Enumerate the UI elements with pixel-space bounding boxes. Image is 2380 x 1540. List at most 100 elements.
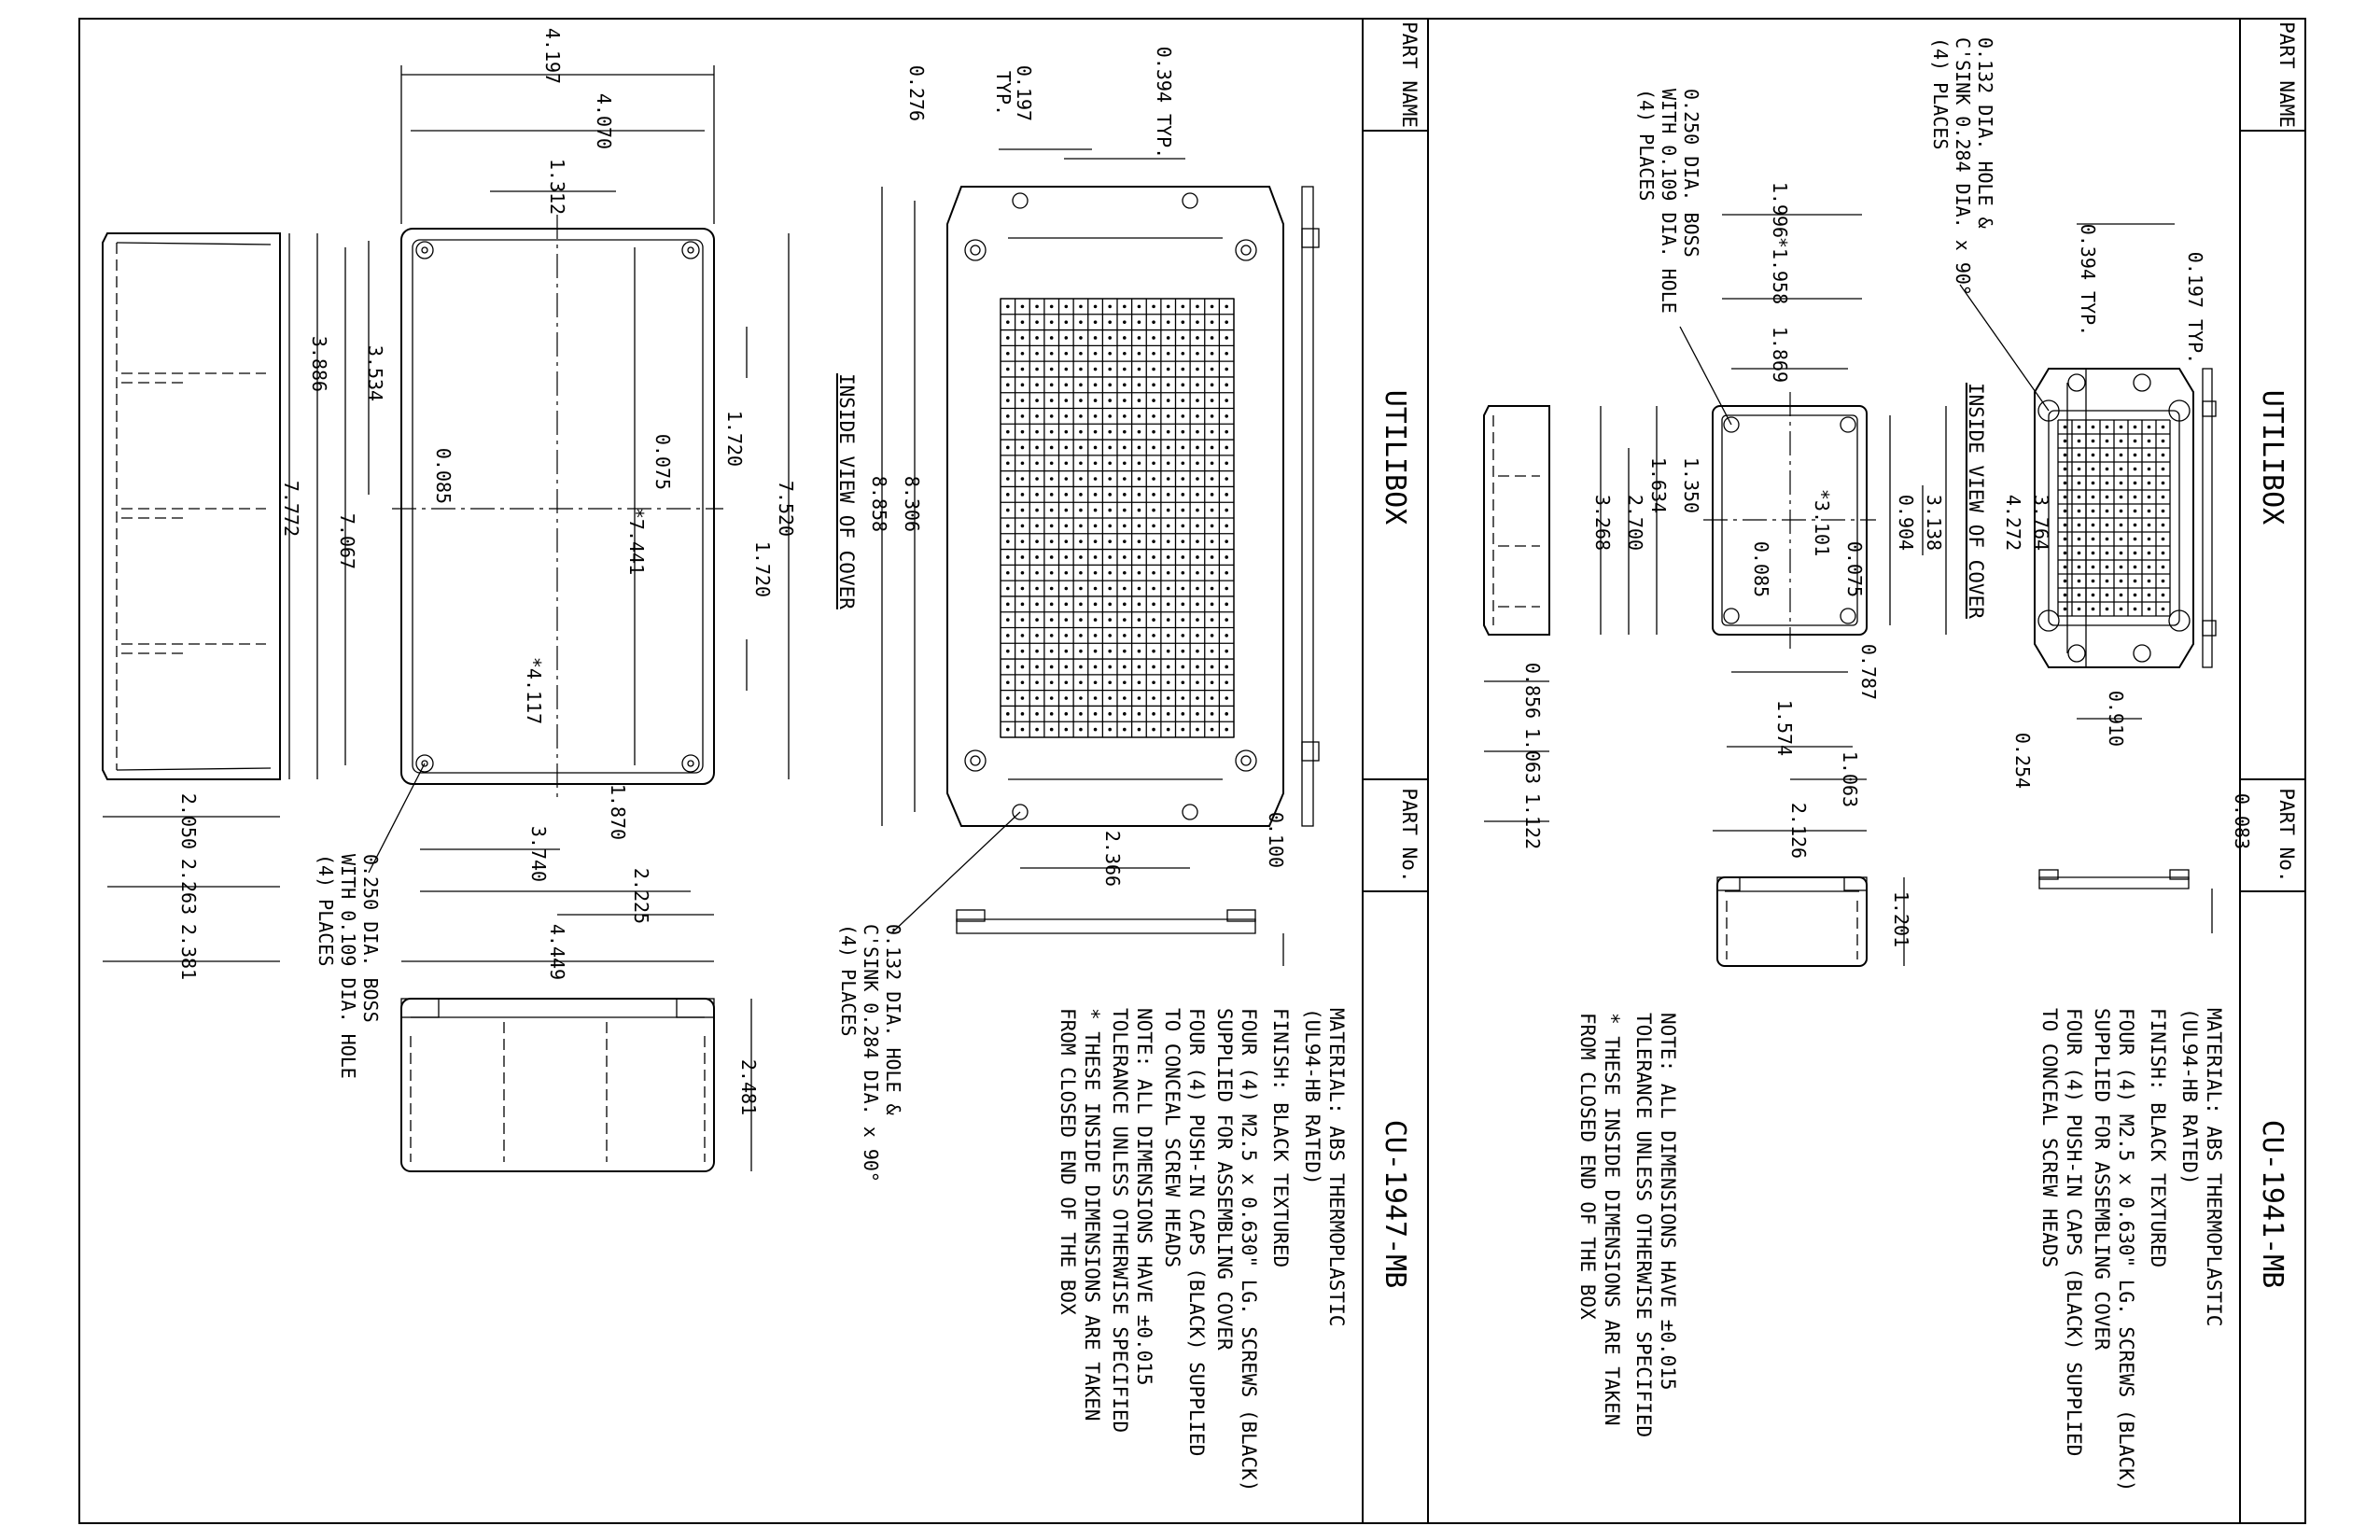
grid-dot bbox=[1064, 524, 1069, 528]
grid-dot bbox=[2161, 439, 2165, 443]
grid-dot bbox=[1079, 493, 1083, 497]
grid-dot bbox=[1049, 570, 1054, 575]
svg-text:0.250 DIA. BOSS: 0.250 DIA. BOSS bbox=[359, 854, 382, 1023]
grid-dot bbox=[1049, 712, 1054, 716]
dim-2700: 2.700 bbox=[1624, 495, 1646, 551]
cover-profile-left bbox=[1301, 186, 1320, 827]
grid-dot bbox=[1049, 665, 1054, 669]
grid-dot bbox=[1123, 383, 1127, 387]
svg-text:NOTE: ALL DIMENSIONS HAVE ±0.0: NOTE: ALL DIMENSIONS HAVE ±0.015 bbox=[1657, 1013, 1679, 1391]
grid-dot bbox=[1123, 696, 1127, 700]
svg-text:FOUR (4) PUSH-IN CAPS (BLACK): FOUR (4) PUSH-IN CAPS (BLACK) SUPPLIED bbox=[1185, 1008, 1208, 1456]
grid-dot bbox=[1049, 414, 1054, 418]
grid-dot bbox=[1079, 399, 1083, 402]
svg-text:INSIDE VIEW OF COVER: INSIDE VIEW OF COVER bbox=[1965, 383, 1987, 619]
grid-dot bbox=[1035, 320, 1039, 324]
grid-dot bbox=[1093, 336, 1098, 340]
grid-dot bbox=[1181, 665, 1185, 669]
grid-dot bbox=[1035, 586, 1039, 591]
dim-2481: 2.481 bbox=[737, 1059, 760, 1115]
grid-dot bbox=[2063, 523, 2067, 527]
grid-dot bbox=[1006, 712, 1010, 716]
grid-dot bbox=[2161, 467, 2165, 471]
grid-dot bbox=[2091, 425, 2095, 429]
grid-dot bbox=[1049, 336, 1054, 340]
dim-1870: 1.870 bbox=[607, 784, 629, 840]
grid-dot bbox=[1181, 727, 1185, 732]
grid-dot bbox=[2147, 537, 2151, 541]
grid-dot bbox=[1108, 602, 1112, 607]
dim-1122: 1.122 bbox=[1521, 793, 1544, 849]
grid-dot bbox=[2063, 467, 2067, 471]
dim-3886: 3.886 bbox=[308, 336, 330, 392]
grid-dot bbox=[1123, 477, 1127, 481]
grid-dot bbox=[1181, 320, 1185, 324]
grid-dot bbox=[1166, 649, 1170, 653]
grid-dot bbox=[1093, 696, 1098, 700]
grid-dot bbox=[2133, 425, 2137, 429]
part-no-value-right: CU-1941-MB bbox=[2256, 1120, 2289, 1289]
grid-dot bbox=[1108, 680, 1112, 685]
grid-dot bbox=[1035, 429, 1039, 434]
grid-dot bbox=[1079, 508, 1083, 512]
grid-dot bbox=[1035, 508, 1039, 512]
grid-dot bbox=[2119, 481, 2123, 485]
dim-0100: 0.100 bbox=[1265, 812, 1287, 868]
grid-dot bbox=[2147, 509, 2151, 513]
grid-dot bbox=[2147, 607, 2151, 611]
grid-dot bbox=[1079, 336, 1083, 340]
dim-4272: 4.272 bbox=[2002, 495, 2024, 551]
dim-2050: 2.050 bbox=[177, 793, 200, 849]
grid-dot bbox=[2119, 495, 2123, 499]
grid-dot bbox=[2091, 593, 2095, 597]
svg-text:0.250 DIA. BOSS: 0.250 DIA. BOSS bbox=[1680, 89, 1702, 258]
grid-dot bbox=[2147, 481, 2151, 485]
grid-dot bbox=[1181, 634, 1185, 637]
notes-bottom-right: NOTE: ALL DIMENSIONS HAVE ±0.015 TOLERAN… bbox=[1576, 1013, 1679, 1437]
grid-dot bbox=[1049, 508, 1054, 512]
grid-dot bbox=[1196, 383, 1199, 387]
svg-text:NOTE: ALL DIMENSIONS HAVE ±0.0: NOTE: ALL DIMENSIONS HAVE ±0.015 bbox=[1133, 1008, 1155, 1386]
grid-dot bbox=[1108, 649, 1112, 653]
grid-dot bbox=[1137, 461, 1141, 466]
grid-dot bbox=[1166, 665, 1170, 669]
svg-text:INSIDE VIEW OF COVER: INSIDE VIEW OF COVER bbox=[835, 373, 858, 609]
grid-dot bbox=[1093, 383, 1098, 387]
grid-dot bbox=[1166, 477, 1170, 481]
svg-text:FOUR (4) PUSH-IN CAPS (BLACK): FOUR (4) PUSH-IN CAPS (BLACK) SUPPLIED bbox=[2063, 1008, 2085, 1456]
grid-dot bbox=[1210, 680, 1214, 685]
dim-0197: 0.197 bbox=[1013, 65, 1035, 121]
grid-dot bbox=[2077, 467, 2081, 471]
grid-dot bbox=[1225, 570, 1228, 575]
grid-dot bbox=[2147, 565, 2151, 569]
grid-dot bbox=[1108, 304, 1112, 309]
grid-dot bbox=[1196, 696, 1199, 700]
grid-dot bbox=[1137, 336, 1141, 340]
dim-7520: 7.520 bbox=[775, 481, 797, 537]
grid-dot bbox=[1152, 634, 1155, 637]
grid-dot bbox=[2091, 607, 2095, 611]
grid-dot bbox=[2105, 537, 2109, 541]
grid-dot bbox=[1210, 383, 1214, 387]
grid-dot bbox=[1020, 555, 1025, 559]
grid-dot bbox=[1225, 399, 1228, 402]
grid-dot bbox=[1152, 383, 1155, 387]
grid-dot bbox=[1035, 602, 1039, 607]
svg-text:FOUR (4) M2.5 x 0.630" LG. SCR: FOUR (4) M2.5 x 0.630" LG. SCREWS (BLACK… bbox=[2115, 1008, 2137, 1491]
grid-dot bbox=[1079, 602, 1083, 607]
grid-dot bbox=[2077, 523, 2081, 527]
grid-dot bbox=[1196, 445, 1199, 450]
grid-dot bbox=[1108, 508, 1112, 512]
grid-dot bbox=[1064, 649, 1069, 653]
grid-dot bbox=[1123, 508, 1127, 512]
grid-dot bbox=[1196, 634, 1199, 637]
grid-dot bbox=[1006, 429, 1010, 434]
grid-dot bbox=[1093, 649, 1098, 653]
part-no-label: PART No. bbox=[1398, 788, 1421, 882]
grid-dot bbox=[2161, 509, 2165, 513]
grid-dot bbox=[1108, 493, 1112, 497]
part-name-label: PART NAME bbox=[1398, 21, 1421, 128]
svg-text:TOLERANCE UNLESS OTHERWISE SPE: TOLERANCE UNLESS OTHERWISE SPECIFIED bbox=[1632, 1013, 1655, 1437]
grid-dot bbox=[2161, 425, 2165, 429]
svg-text:FROM CLOSED END OF THE BOX: FROM CLOSED END OF THE BOX bbox=[1057, 1008, 1079, 1315]
